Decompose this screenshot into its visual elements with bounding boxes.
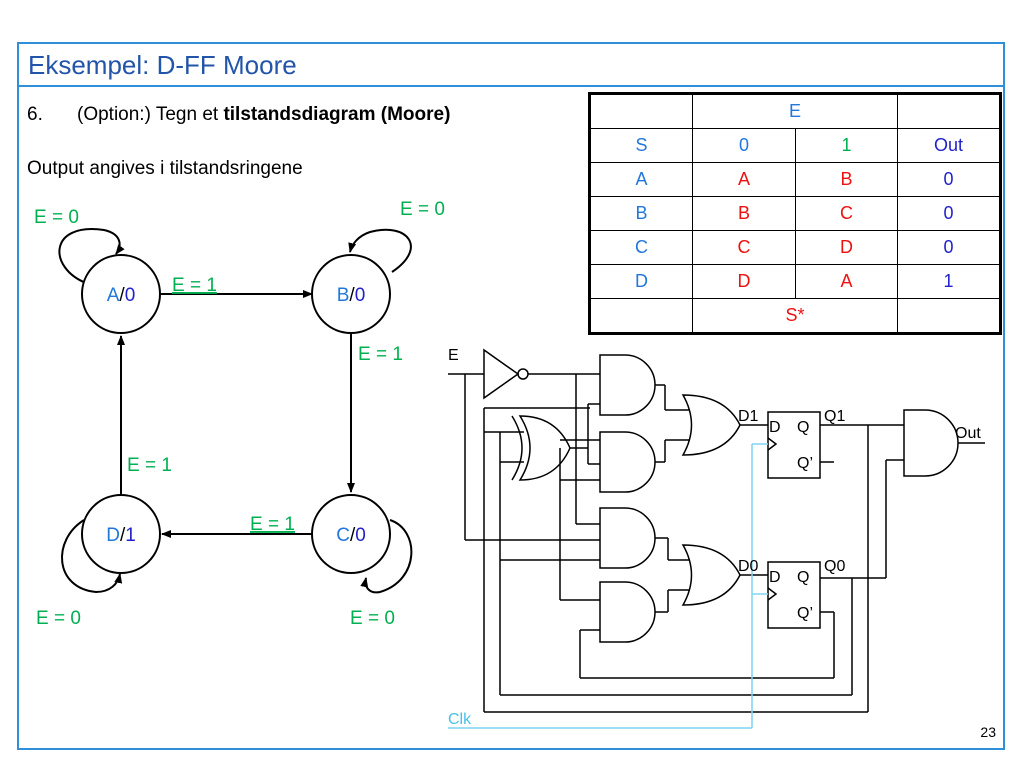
state-c [311,494,391,574]
table-header-0: 0 [692,128,796,163]
table-header-out: Out [897,128,1001,163]
state-c-label: C/0 [336,525,366,546]
ff0-pin-qn: Q’ [797,605,813,622]
or-gate-2 [681,544,741,606]
table-row: D D A 1 [589,264,1001,299]
q0-label: Q0 [824,558,845,575]
d0-label: D0 [738,558,759,575]
inverter-gate [483,348,520,400]
task-bold: tilstandsdiagram (Moore) [223,104,451,125]
state-b-label: B/0 [337,285,366,306]
ff0-pin-d: D [769,569,781,586]
self-loop-d [61,519,123,594]
task-text: 6. (Option:) Tegn et tilstandsdiagram (Mo… [27,104,450,126]
state-a-label: A/0 [107,285,136,306]
task-prefix: (Option:) Tegn et [77,104,224,125]
and-gate-2 [599,431,656,493]
label-a-b: E = 1 [172,275,217,296]
state-b [311,254,391,334]
page-number: 23 [980,724,996,740]
label-b-c: E = 1 [358,344,403,365]
self-loop-c [360,519,413,594]
label-c-c: E = 0 [350,608,395,629]
table-row: A A B 0 [589,162,1001,197]
state-d-label: D/1 [106,525,136,546]
ff1-pin-q: Q [797,419,809,436]
and-gate-3 [599,507,656,569]
label-c-d: E = 1 [250,514,295,535]
ff1-pin-qn: Q’ [797,455,813,472]
output-note: Output angives i tilstandsringene [27,158,303,179]
state-d [81,494,161,574]
ff1-pin-d: D [769,419,781,436]
table-footer-next-state: S* [692,298,898,334]
self-loop-a [58,228,125,284]
q1-label: Q1 [824,408,845,425]
d1-label: D1 [738,408,759,425]
title-bar [17,42,1005,87]
table-header-s: S [589,128,693,163]
state-diagram: A/0 B/0 C/0 D/1 E = 0 E = 1 E = 0 E = 1 … [34,199,445,629]
input-e-label: E [448,347,459,364]
state-a [81,254,161,334]
state-table: E S 0 1 Out A A B 0 B B C 0 C C D 0 D D … [588,92,1002,335]
label-d-d: E = 0 [36,608,81,629]
output-label: Out [955,425,981,442]
and-gate-1 [599,354,656,416]
xor-gate [518,415,571,481]
table-header-1: 1 [795,128,898,163]
label-a-a: E = 0 [34,207,79,228]
flip-flop-1 [767,411,821,479]
self-loop-b [348,228,412,273]
output-and-gate [903,409,959,477]
label-d-a: E = 1 [127,455,172,476]
slide-title: Eksempel: D-FF Moore [28,50,297,80]
ff0-pin-q: Q [797,569,809,586]
and-gate-4 [599,581,656,643]
clock-wire [448,443,768,729]
task-number: 6. [27,104,43,125]
label-b-b: E = 0 [400,199,445,220]
flip-flop-0 [767,561,821,629]
or-gate-1 [681,394,741,456]
clock-label: Clk [448,711,472,728]
table-header-e: E [692,93,898,129]
